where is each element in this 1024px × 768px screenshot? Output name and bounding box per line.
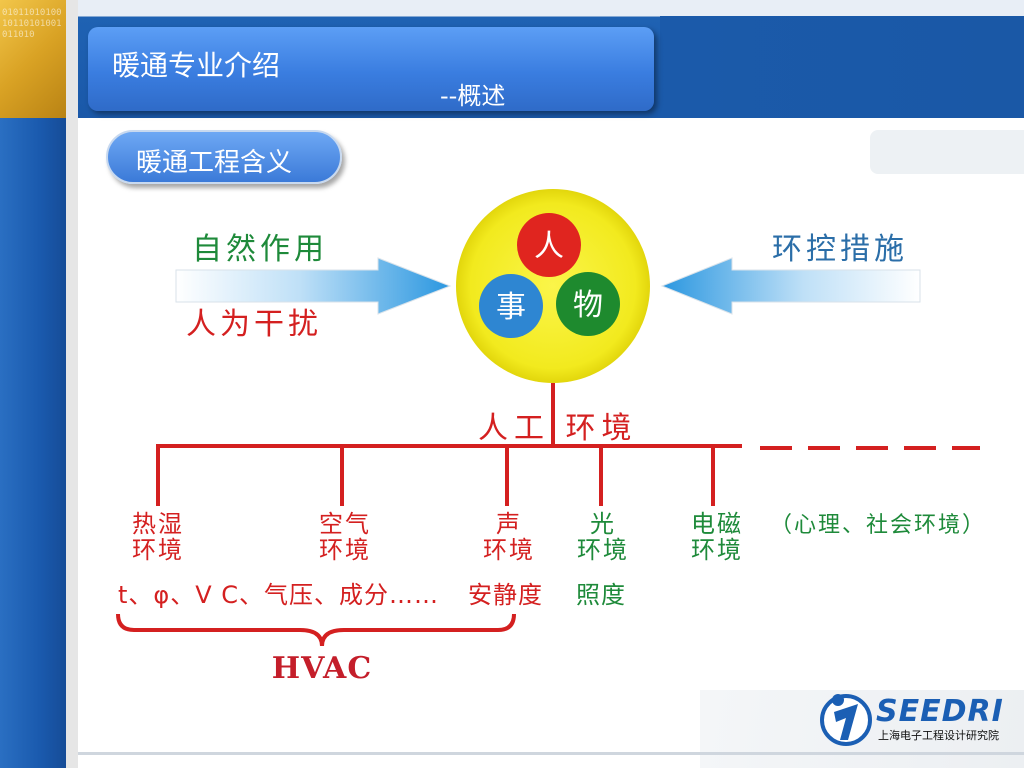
branch-sound-line2: 环境 [483, 536, 535, 564]
tree-lines [156, 383, 742, 506]
params-light: 照度 [576, 581, 626, 609]
branch-thermal-line2: 环境 [132, 536, 184, 564]
branch-thermal-line1: 热湿 [132, 510, 184, 538]
bottom-divider [78, 752, 1024, 755]
left-gap-strip [66, 0, 78, 768]
circle-label-object: 物 [573, 288, 603, 323]
branch-light-line2: 环境 [577, 536, 629, 564]
params-thermal-air: t、φ、V C、气压、成分…… [118, 581, 439, 609]
hvac-brace [116, 613, 516, 647]
left-arrow [175, 257, 452, 315]
circle-label-event: 事 [496, 290, 526, 325]
page-title: 暖通专业介绍 [112, 49, 281, 82]
right-arrow [660, 257, 921, 315]
decor-block [870, 130, 1024, 174]
branch-em-line1: 电磁 [691, 510, 743, 538]
label-human-interference: 人为干扰 [186, 307, 322, 342]
trunk-label: 人工 环境 [478, 411, 638, 446]
section-pill [106, 130, 342, 184]
page-subtitle: --概述 [440, 82, 506, 110]
branch-light-line1: 光 [590, 510, 616, 538]
branch-em-line2: 环境 [691, 536, 743, 564]
left-gold-image [0, 0, 66, 118]
section-label: 暖通工程含义 [136, 148, 293, 178]
branch-sound-line1: 声 [496, 510, 522, 538]
title-box [88, 27, 654, 111]
person-circle [517, 213, 581, 277]
seedri-logo-emblem [820, 694, 872, 746]
branch-air-line2: 环境 [319, 536, 371, 564]
branch-air-line1: 空气 [319, 510, 371, 538]
binary-watermark: 0101101010010110101001011010 [2, 8, 62, 40]
event-circle [479, 274, 543, 338]
label-environment-control: 环控措施 [772, 232, 908, 267]
hvac-label: HVAC [272, 651, 372, 686]
params-sound: 安静度 [468, 581, 543, 609]
extra-environment: （心理、社会环境） [770, 513, 986, 538]
header-band-right [660, 16, 1024, 118]
label-natural-action: 自然作用 [192, 232, 328, 267]
object-circle [556, 272, 620, 336]
logo-name: SEEDRI [876, 694, 1004, 729]
circle-label-person: 人 [534, 229, 564, 264]
left-sidebar-bar [0, 0, 66, 768]
logo-subtitle: 上海电子工程设计研究院 [878, 729, 999, 742]
